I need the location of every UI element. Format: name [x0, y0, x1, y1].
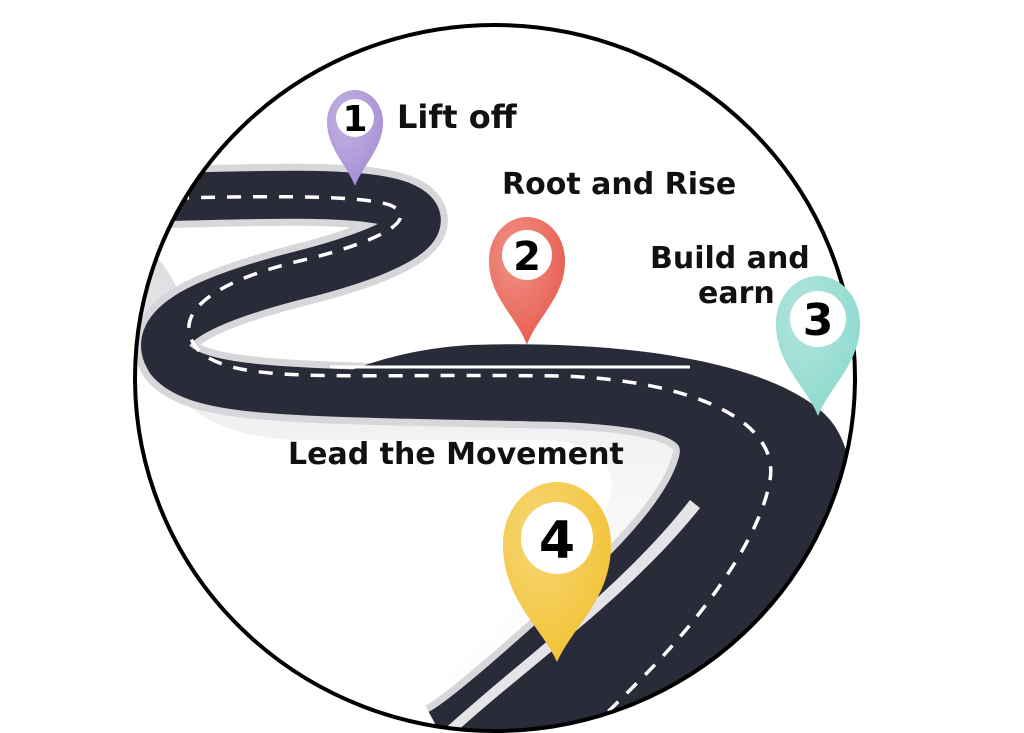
circle-border: [133, 23, 857, 733]
road-sweep: [300, 344, 852, 731]
pin-4-number: 4: [539, 511, 575, 571]
step-3-label-line-2: earn: [698, 276, 775, 311]
step-1-label: Lift off: [397, 98, 518, 136]
pin-step-4: 4: [503, 482, 611, 662]
lane-marking: [174, 194, 773, 731]
pin-step-1: 1: [327, 90, 383, 186]
pin-1-number: 1: [342, 99, 367, 140]
pin-step-3: 3: [776, 276, 860, 416]
step-2-label: Root and Rise: [502, 167, 736, 202]
step-3-label-line-1: Build and: [650, 241, 810, 276]
step-4-label: Lead the Movement: [288, 437, 624, 472]
pin-2-number: 2: [513, 234, 541, 280]
pin-3-number: 3: [803, 295, 834, 346]
pin-step-2: 2: [489, 217, 565, 345]
road-sweep-edge: [440, 500, 700, 731]
